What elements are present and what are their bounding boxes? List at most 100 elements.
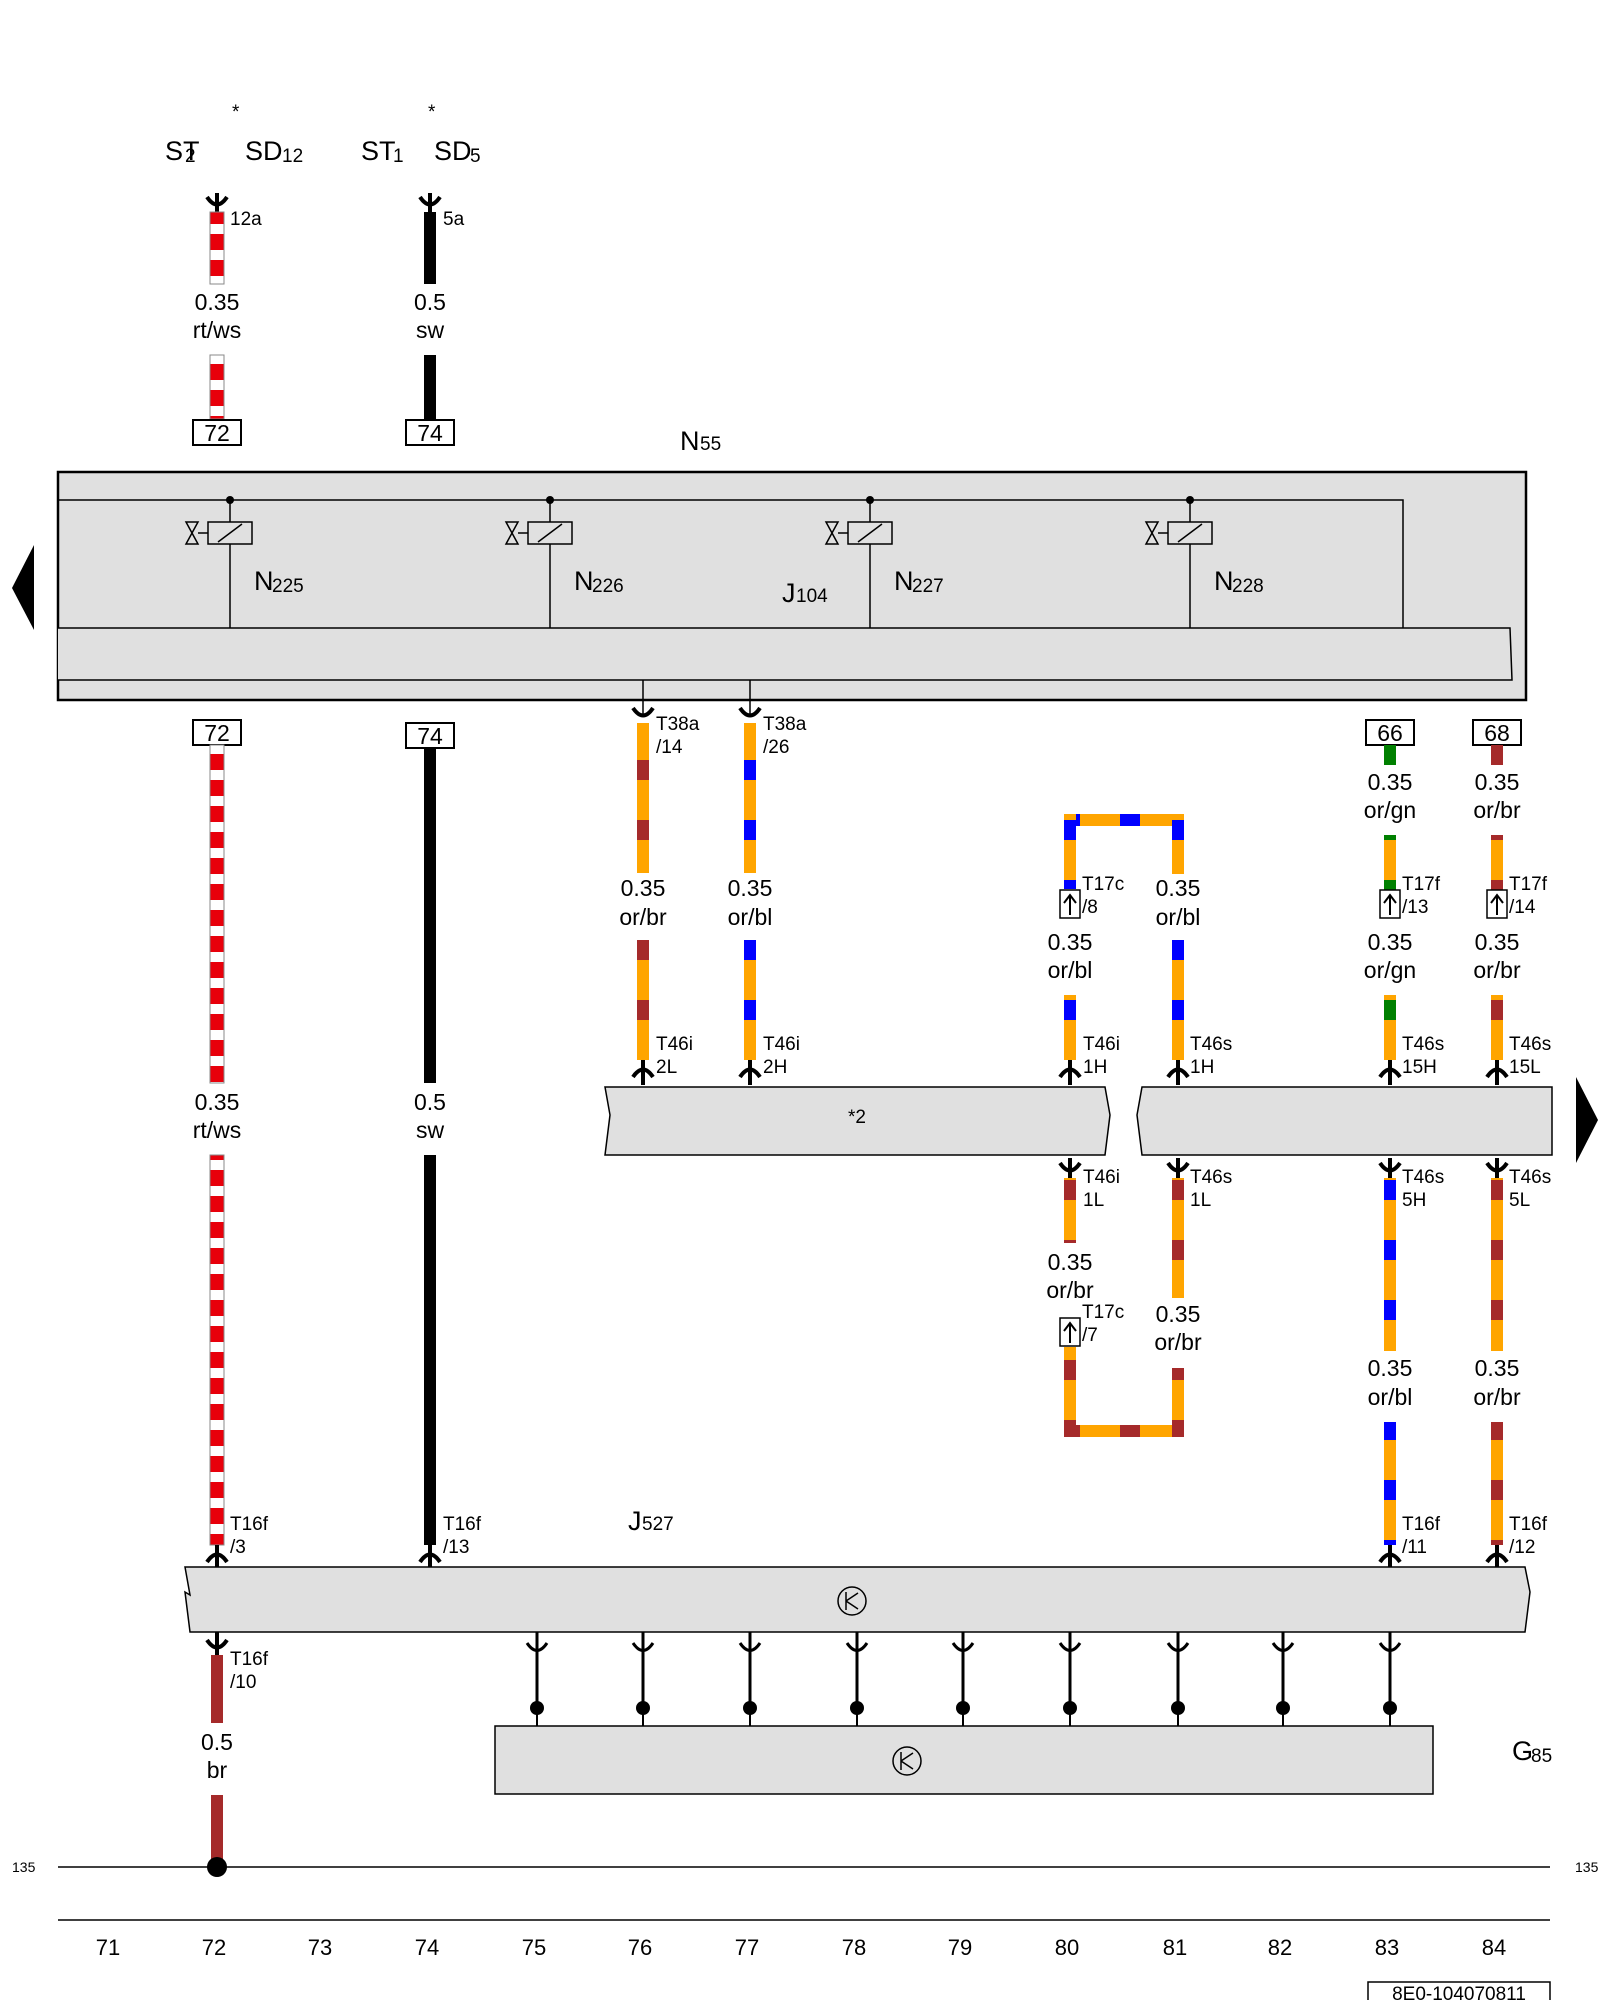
svg-text:*2: *2 (848, 1107, 866, 1128)
module-symbol-icon (837, 1586, 867, 1616)
track-77: 77 (735, 1935, 759, 1960)
svg-text:J: J (782, 578, 796, 608)
current-track-axis: 71 72 73 74 75 76 77 78 79 80 81 82 83 8… (58, 1919, 1550, 1960)
valve-n226: N 226 (504, 496, 624, 628)
track-79: 79 (948, 1935, 972, 1960)
svg-text:or/br: or/br (1473, 957, 1521, 983)
j104-label: J 104 (782, 578, 828, 608)
track-71: 71 (96, 1935, 120, 1960)
svg-text:T16f: T16f (230, 1514, 269, 1535)
svg-text:or/br: or/br (1473, 797, 1521, 823)
link-75 (525, 1632, 549, 1726)
svg-text:T16f: T16f (230, 1649, 269, 1670)
svg-text:/14: /14 (656, 737, 683, 758)
left-page-arrow[interactable] (12, 545, 34, 630)
track-74: 74 (415, 1935, 439, 1960)
wire-83-lower: T46s 5H 0.35 or/bl T16f /11 (1368, 1158, 1444, 1567)
ref-sd12: * SD 12 (232, 102, 303, 167)
wire-80-lower: T46i 1L 0.35 or/br T17c /7 (1046, 1158, 1184, 1437)
svg-text:G: G (1512, 1736, 1533, 1766)
svg-text:N: N (1214, 566, 1234, 596)
svg-text:rt/ws: rt/ws (193, 1117, 242, 1143)
link-81 (1166, 1632, 1190, 1726)
svg-text:/13: /13 (443, 1537, 469, 1558)
svg-text:or/br: or/br (619, 904, 667, 930)
svg-text:2L: 2L (656, 1057, 677, 1078)
svg-text:T46s: T46s (1509, 1034, 1551, 1055)
svg-text:T17c: T17c (1082, 1302, 1124, 1323)
svg-text:/7: /7 (1082, 1325, 1098, 1346)
svg-text:68: 68 (1484, 720, 1510, 746)
svg-text:T46s: T46s (1402, 1034, 1444, 1055)
svg-text:0.35: 0.35 (1048, 929, 1093, 955)
n55-label: N 55 (680, 426, 721, 456)
svg-text:/10: /10 (230, 1672, 256, 1693)
svg-text:/13: /13 (1402, 897, 1428, 918)
svg-text:2H: 2H (763, 1057, 787, 1078)
svg-text:SD: SD (245, 136, 283, 166)
wire-77: T38a /26 0.35 or/bl T46i 2H (728, 680, 807, 1085)
svg-text:T17f: T17f (1402, 874, 1441, 895)
wire-72-ground: T16f /10 0.5 br (201, 1632, 269, 1877)
ref-sd5: * SD 5 (428, 102, 481, 167)
svg-text:55: 55 (700, 434, 721, 455)
j527-g85-links (525, 1632, 1402, 1726)
svg-text:5a: 5a (443, 209, 465, 230)
track-80: 80 (1055, 1935, 1079, 1960)
svg-text:135: 135 (12, 1859, 36, 1875)
svg-text:66: 66 (1377, 720, 1403, 746)
link-77 (738, 1632, 762, 1726)
svg-text:0.35: 0.35 (1368, 769, 1413, 795)
g85-sensor (494, 1725, 1434, 1795)
svg-text:/26: /26 (763, 737, 789, 758)
track-83: 83 (1375, 1935, 1399, 1960)
link-83 (1378, 1632, 1402, 1726)
svg-text:15H: 15H (1402, 1057, 1437, 1078)
right-page-arrow[interactable] (1576, 1077, 1598, 1163)
svg-text:74: 74 (417, 723, 443, 749)
ground-bus: 135 135 (12, 1859, 1599, 1875)
track-73: 73 (308, 1935, 332, 1960)
svg-text:N: N (680, 426, 700, 456)
svg-text:N: N (574, 566, 594, 596)
svg-text:72: 72 (204, 420, 230, 446)
svg-text:1H: 1H (1083, 1057, 1107, 1078)
svg-text:0.5: 0.5 (414, 1089, 446, 1115)
track-78: 78 (842, 1935, 866, 1960)
wire-83-upper: 66 0.35 or/gn T17f /13 0.35 or/gn T46s 1… (1364, 719, 1444, 1085)
link-82 (1271, 1632, 1295, 1726)
link-79 (951, 1632, 975, 1726)
svg-text:ST: ST (165, 136, 200, 166)
svg-text:0.35: 0.35 (1475, 769, 1520, 795)
svg-text:226: 226 (592, 576, 624, 597)
svg-text:12a: 12a (230, 209, 262, 230)
wire-72-top: 12a 0.35 rt/ws 72 (192, 193, 262, 446)
svg-text:rt/ws: rt/ws (193, 317, 242, 343)
svg-text:/12: /12 (1509, 1537, 1535, 1558)
svg-text:5L: 5L (1509, 1190, 1530, 1211)
svg-text:/3: /3 (230, 1537, 246, 1558)
valve-n227: N 227 (824, 496, 944, 628)
svg-text:0.35: 0.35 (1048, 1249, 1093, 1275)
svg-text:T17c: T17c (1082, 874, 1124, 895)
svg-text:0.5: 0.5 (414, 289, 446, 315)
svg-text:or/br: or/br (1473, 1384, 1521, 1410)
svg-text:228: 228 (1232, 576, 1264, 597)
svg-text:T46s: T46s (1509, 1167, 1551, 1188)
svg-text:0.35: 0.35 (1156, 875, 1201, 901)
track-72: 72 (202, 1935, 226, 1960)
svg-text:N: N (894, 566, 914, 596)
wire-74-top: 5a 0.5 sw 74 (405, 193, 465, 446)
svg-text:or/bl: or/bl (1156, 904, 1201, 930)
svg-text:br: br (207, 1757, 228, 1783)
svg-text:T46s: T46s (1402, 1167, 1444, 1188)
svg-text:T46s: T46s (1190, 1034, 1232, 1055)
wire-81-lower: T46s 1L 0.35 or/br (1154, 1158, 1232, 1437)
svg-text:or/bl: or/bl (1048, 957, 1093, 983)
svg-text:104: 104 (796, 586, 828, 607)
valve-n225: N 225 (184, 496, 304, 628)
svg-text:sw: sw (416, 317, 445, 343)
track-84: 84 (1482, 1935, 1506, 1960)
link-76 (631, 1632, 655, 1726)
svg-text:0.35: 0.35 (1156, 1301, 1201, 1327)
